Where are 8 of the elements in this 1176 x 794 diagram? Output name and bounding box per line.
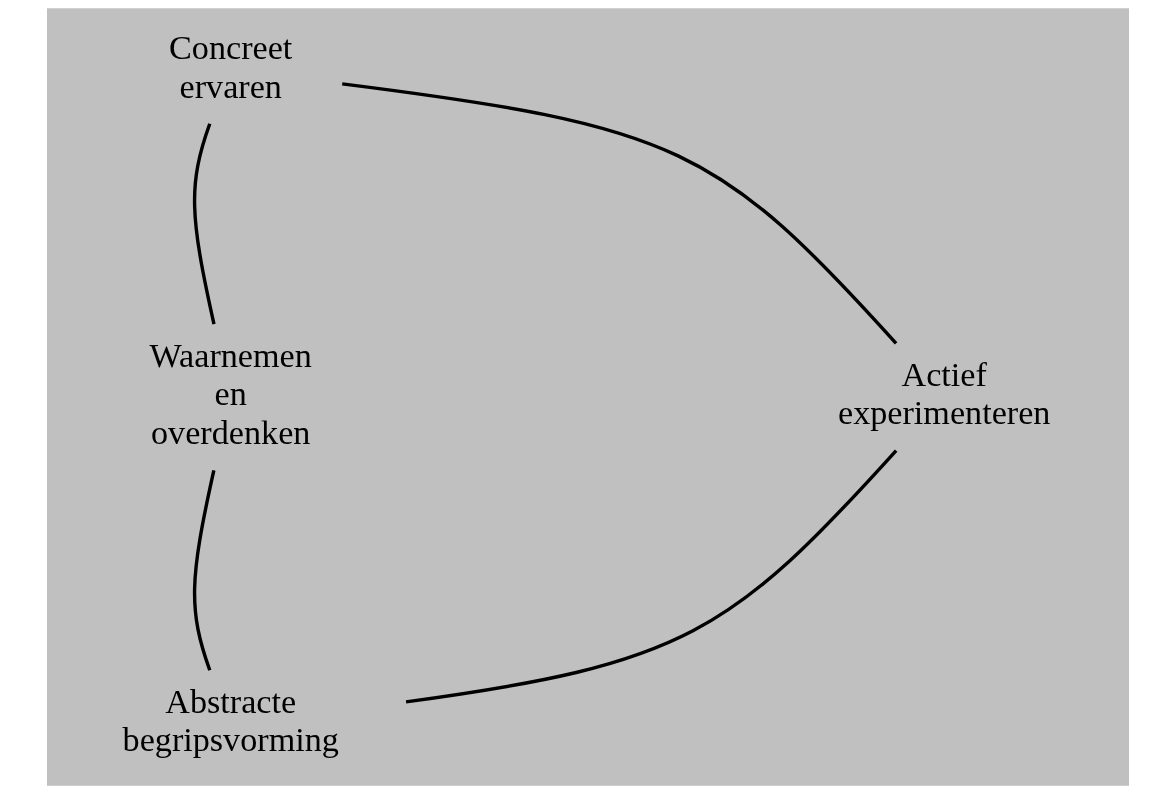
node-text: Concreet ervaren [169, 29, 293, 105]
connector [192, 123, 216, 325]
node-text: Actief experimenteren [838, 355, 1051, 432]
node-text: Waarnemen en overdenken [149, 336, 312, 451]
connector [342, 82, 898, 345]
node-text: Abstracte begripsvorming [122, 682, 339, 759]
connector [405, 449, 898, 704]
connector [192, 470, 216, 671]
